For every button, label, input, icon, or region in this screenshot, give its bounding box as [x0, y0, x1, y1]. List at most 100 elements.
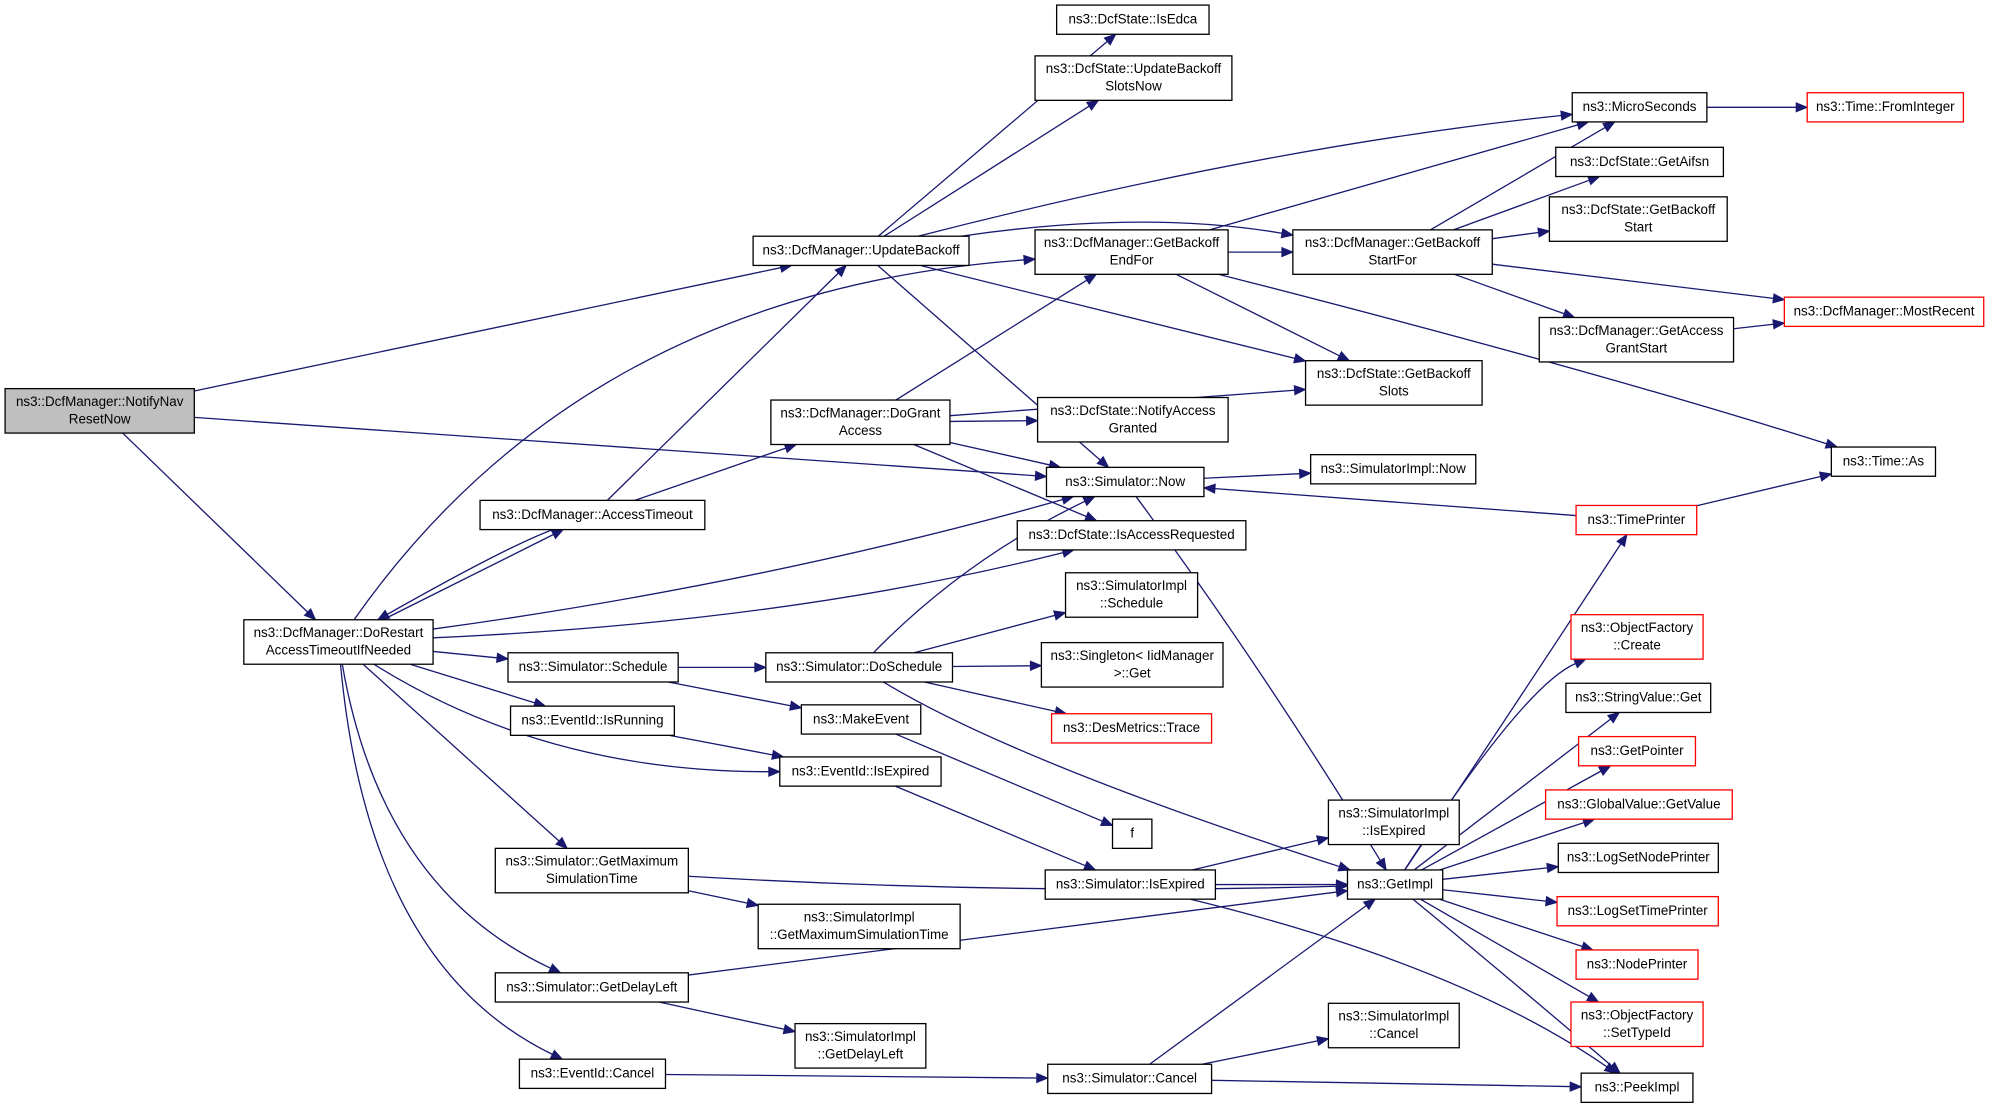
node-logSetTimePrinter[interactable]: ns3::LogSetTimePrinter: [1556, 895, 1719, 927]
node-box[interactable]: [243, 619, 434, 665]
node-box[interactable]: [1055, 4, 1210, 35]
node-box[interactable]: [1575, 504, 1698, 536]
node-box[interactable]: [770, 399, 951, 446]
node-box[interactable]: [1556, 895, 1719, 927]
node-box[interactable]: [479, 499, 706, 531]
node-timePrinter[interactable]: ns3::TimePrinter: [1575, 504, 1698, 536]
node-box[interactable]: [1806, 92, 1965, 123]
node-box[interactable]: [1555, 146, 1725, 178]
node-box[interactable]: [1040, 641, 1224, 688]
node-accessTimeout[interactable]: ns3::DcfManager::AccessTimeout: [479, 499, 706, 531]
node-box[interactable]: [1538, 316, 1735, 363]
node-box[interactable]: [1548, 196, 1728, 242]
node-box[interactable]: [1036, 396, 1229, 443]
node-box[interactable]: [1327, 799, 1460, 846]
node-box[interactable]: [1034, 55, 1233, 101]
node-box[interactable]: [518, 1058, 667, 1090]
node-box[interactable]: [1570, 1001, 1704, 1048]
node-stringValueGet[interactable]: ns3::StringValue::Get: [1565, 682, 1712, 714]
node-simDoSchedule[interactable]: ns3::Simulator::DoSchedule: [765, 652, 954, 683]
node-box[interactable]: [1045, 466, 1205, 498]
node-box[interactable]: [1327, 1002, 1460, 1049]
node-getImpl[interactable]: ns3::GetImpl: [1346, 869, 1444, 900]
node-box[interactable]: [1016, 520, 1247, 551]
node-eventIsExpired[interactable]: ns3::EventId::IsExpired: [779, 756, 942, 787]
node-box[interactable]: [1034, 229, 1229, 275]
node-timeAs[interactable]: ns3::Time::As: [1830, 446, 1937, 477]
node-box[interactable]: [1580, 1072, 1694, 1104]
node-box[interactable]: [1783, 296, 1985, 328]
node-box[interactable]: [1346, 869, 1444, 900]
node-simImplGetDelayLeft[interactable]: ns3::SimulatorImpl::GetDelayLeft: [794, 1022, 927, 1069]
node-simImplSchedule[interactable]: ns3::SimulatorImpl::Schedule: [1064, 572, 1199, 618]
node-nodePrinter[interactable]: ns3::NodePrinter: [1575, 949, 1699, 980]
node-box[interactable]: [1064, 572, 1199, 618]
node-fromInteger[interactable]: ns3::Time::FromInteger: [1806, 92, 1965, 123]
node-box[interactable]: [509, 705, 676, 736]
node-box[interactable]: [800, 704, 922, 735]
node-box[interactable]: [1565, 682, 1712, 714]
node-box[interactable]: [1050, 713, 1213, 744]
node-fNode[interactable]: f: [1111, 818, 1153, 850]
node-box[interactable]: [752, 235, 970, 267]
node-makeEvent[interactable]: ns3::MakeEvent: [800, 704, 922, 735]
node-updateBackoff[interactable]: ns3::DcfManager::UpdateBackoff: [752, 235, 970, 267]
node-simGetMaxTime[interactable]: ns3::Simulator::GetMaximumSimulationTime: [494, 847, 689, 894]
node-logSetNodePrinter[interactable]: ns3::LogSetNodePrinter: [1557, 842, 1719, 874]
node-getAifsn[interactable]: ns3::DcfState::GetAifsn: [1555, 146, 1725, 178]
node-box[interactable]: [4, 387, 195, 434]
node-getPointer[interactable]: ns3::GetPointer: [1577, 735, 1697, 767]
node-simImplIsExpired[interactable]: ns3::SimulatorImpl::IsExpired: [1327, 799, 1460, 846]
node-simImplGetMaxTime[interactable]: ns3::SimulatorImpl::GetMaximumSimulation…: [757, 903, 961, 950]
node-simGetDelayLeft[interactable]: ns3::Simulator::GetDelayLeft: [494, 972, 689, 1003]
node-box[interactable]: [1577, 735, 1697, 767]
node-mostRecent[interactable]: ns3::DcfManager::MostRecent: [1783, 296, 1985, 328]
node-simSchedule[interactable]: ns3::Simulator::Schedule: [507, 652, 679, 683]
node-box[interactable]: [1571, 92, 1708, 123]
node-globalValueGet[interactable]: ns3::GlobalValue::GetValue: [1544, 789, 1733, 820]
node-simIsExpired[interactable]: ns3::Simulator::IsExpired: [1044, 869, 1217, 900]
node-box[interactable]: [1557, 842, 1719, 874]
node-peekImpl[interactable]: ns3::PeekImpl: [1580, 1072, 1694, 1104]
node-box[interactable]: [765, 652, 954, 683]
node-box[interactable]: [507, 652, 679, 683]
node-eventIsRunning[interactable]: ns3::EventId::IsRunning: [509, 705, 676, 736]
node-eventCancel[interactable]: ns3::EventId::Cancel: [518, 1058, 667, 1090]
node-isEdca[interactable]: ns3::DcfState::IsEdca: [1055, 4, 1210, 35]
node-box[interactable]: [1570, 614, 1704, 660]
node-box[interactable]: [1575, 949, 1699, 980]
node-simCancel[interactable]: ns3::Simulator::Cancel: [1047, 1063, 1213, 1095]
node-box[interactable]: [794, 1022, 927, 1069]
node-box[interactable]: [1830, 446, 1937, 477]
node-box[interactable]: [1309, 454, 1477, 485]
node-desMetricsTrace[interactable]: ns3::DesMetrics::Trace: [1050, 713, 1213, 744]
node-simImplNow[interactable]: ns3::SimulatorImpl::Now: [1309, 454, 1477, 485]
node-objFactorySetTypeId[interactable]: ns3::ObjectFactory::SetTypeId: [1570, 1001, 1704, 1048]
node-box[interactable]: [1544, 789, 1733, 820]
node-simNow[interactable]: ns3::Simulator::Now: [1045, 466, 1205, 498]
node-box[interactable]: [494, 972, 689, 1003]
node-objFactoryCreate[interactable]: ns3::ObjectFactory::Create: [1570, 614, 1704, 660]
node-isAccessRequested[interactable]: ns3::DcfState::IsAccessRequested: [1016, 520, 1247, 551]
node-simImplCancel[interactable]: ns3::SimulatorImpl::Cancel: [1327, 1002, 1460, 1049]
node-box[interactable]: [1304, 360, 1483, 406]
node-box[interactable]: [1044, 869, 1217, 900]
node-singletonGet[interactable]: ns3::Singleton< IidManager>::Get: [1040, 641, 1224, 688]
node-box[interactable]: [757, 903, 961, 950]
node-box[interactable]: [1111, 818, 1153, 850]
node-box[interactable]: [779, 756, 942, 787]
node-microSeconds[interactable]: ns3::MicroSeconds: [1571, 92, 1708, 123]
node-box[interactable]: [1047, 1063, 1213, 1095]
node-box[interactable]: [1292, 229, 1493, 275]
node-box[interactable]: [494, 847, 689, 894]
node-doRestart[interactable]: ns3::DcfManager::DoRestartAccessTimeoutI…: [243, 619, 434, 665]
